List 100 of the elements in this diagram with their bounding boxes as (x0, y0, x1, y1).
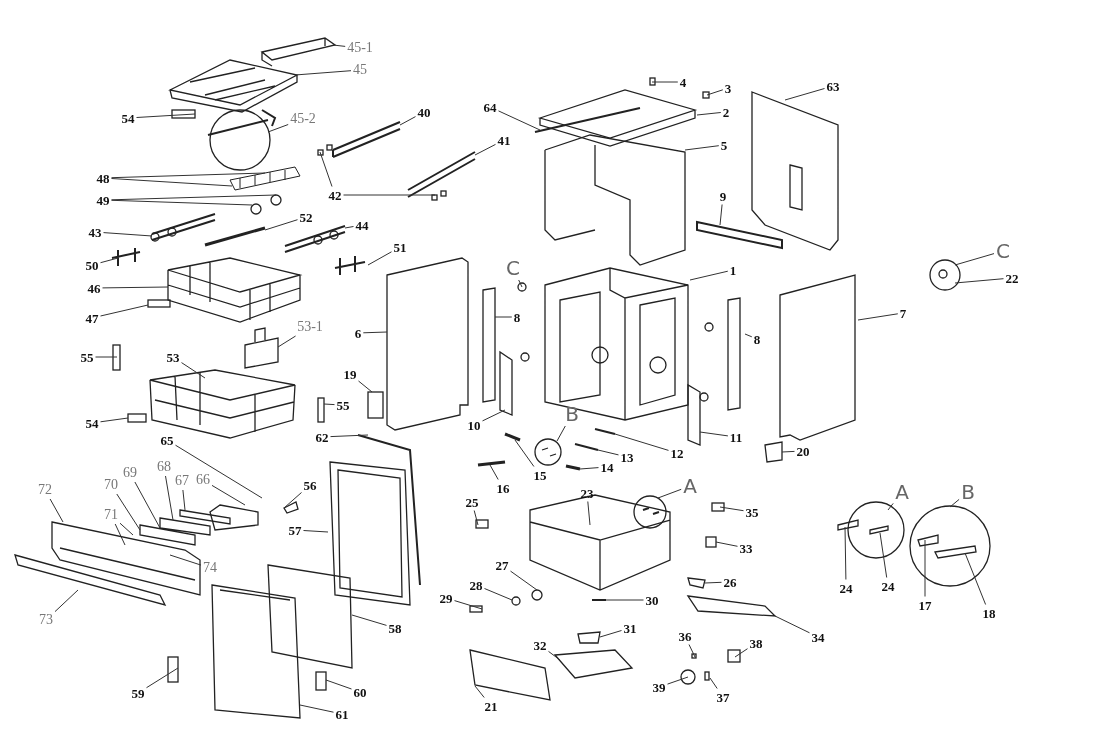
callout-number: 47 (84, 310, 100, 326)
callout-number: 16 (495, 480, 511, 496)
leader-line (667, 676, 689, 685)
leader-line (744, 333, 753, 338)
callout-number: 59 (130, 685, 146, 701)
leader-line (100, 257, 119, 264)
callout-number: 33 (738, 540, 754, 556)
leader-line (514, 439, 535, 467)
rod-drawing (594, 428, 616, 435)
callout-number: 27 (494, 557, 510, 573)
callout-number: 19 (342, 366, 358, 382)
callout-number: 23 (579, 485, 595, 501)
leader-line (114, 523, 126, 546)
callout-number: 60 (352, 684, 368, 700)
leader-line (344, 226, 354, 229)
callout-number: 32 (532, 637, 548, 653)
callout-number: 36 (677, 628, 693, 644)
leader-line (294, 70, 352, 76)
callout-number: 52 (298, 209, 314, 225)
detail-letter: A (682, 475, 698, 497)
callout-number: 45 (352, 62, 368, 78)
detail-letter: A (894, 481, 910, 503)
callout-number: 38 (748, 635, 764, 651)
callout-number: 1 (728, 262, 738, 278)
callout-number: 42 (327, 187, 343, 203)
leader-line (651, 81, 679, 83)
leader-line (325, 679, 352, 690)
callout-number: 51 (392, 239, 408, 255)
callout-number: 44 (354, 217, 370, 233)
callout-number: 53 (165, 349, 181, 365)
leader-line (100, 417, 129, 423)
leader-line (954, 278, 1004, 284)
leader-line (719, 204, 723, 226)
leader-line (784, 88, 825, 101)
callout-number: 11 (728, 429, 744, 445)
callout-number: 50 (84, 257, 100, 273)
callout-number: 10 (466, 417, 482, 433)
callout-number: 64 (482, 99, 498, 115)
clip-drawing (565, 464, 581, 471)
leader-line (684, 145, 720, 151)
callout-number: 5 (719, 137, 729, 153)
callout-number: 61 (334, 706, 350, 722)
leader-line (399, 116, 416, 126)
callout-number: 56 (302, 477, 318, 493)
leader-line (116, 493, 141, 531)
leader-line (484, 588, 513, 601)
leader-line (332, 44, 346, 47)
leader-line (111, 172, 266, 179)
clip-drawing (469, 605, 483, 613)
leader-line (657, 488, 682, 499)
leader-line (473, 510, 479, 526)
callout-number: 66 (195, 472, 211, 488)
leader-line (887, 502, 894, 511)
leader-line (587, 501, 591, 526)
leader-line (579, 467, 599, 470)
callout-number: 39 (651, 679, 667, 695)
callout-number: 8 (752, 331, 762, 347)
leader-line (704, 581, 722, 584)
callout-number: 73 (38, 612, 54, 628)
leader-line (49, 498, 64, 523)
leader-line (111, 178, 233, 187)
leader-line (949, 498, 960, 508)
callout-number: 18 (981, 605, 997, 621)
leader-line (358, 380, 373, 393)
leader-line (319, 151, 333, 187)
leader-line (343, 194, 436, 196)
callout-number: 7 (898, 305, 908, 321)
leader-line (474, 143, 496, 156)
leader-line (489, 464, 499, 480)
leader-line (709, 677, 718, 689)
leader-line (454, 600, 483, 610)
callout-number: 53-1 (296, 319, 324, 335)
callout-number: 71 (103, 507, 119, 523)
callout-number: 17 (917, 597, 933, 613)
callout-number: 65 (159, 432, 175, 448)
leader-line (211, 484, 246, 506)
callout-number: 74 (202, 560, 218, 576)
leader-line (102, 286, 169, 289)
leader-line (95, 356, 118, 358)
leader-line (719, 506, 744, 512)
leader-line (548, 650, 561, 661)
callout-number: 21 (483, 698, 499, 714)
callout-number: 34 (810, 629, 826, 645)
leader-line (715, 541, 738, 547)
callout-number: 29 (438, 590, 454, 606)
callout-number: 57 (287, 522, 303, 538)
leader-line (181, 362, 206, 379)
detail-letter: C (995, 240, 1011, 262)
leader-line (498, 110, 541, 131)
callout-number: 46 (86, 280, 102, 296)
callout-number: 26 (722, 574, 738, 590)
leader-line (100, 304, 149, 317)
leader-line (879, 532, 888, 578)
leader-line (111, 199, 253, 206)
leader-line (474, 685, 485, 698)
callout-number: 43 (87, 224, 103, 240)
detail-letter: B (960, 481, 976, 503)
leader-line (597, 449, 619, 456)
callout-number: 69 (122, 465, 138, 481)
leader-line (964, 552, 987, 605)
